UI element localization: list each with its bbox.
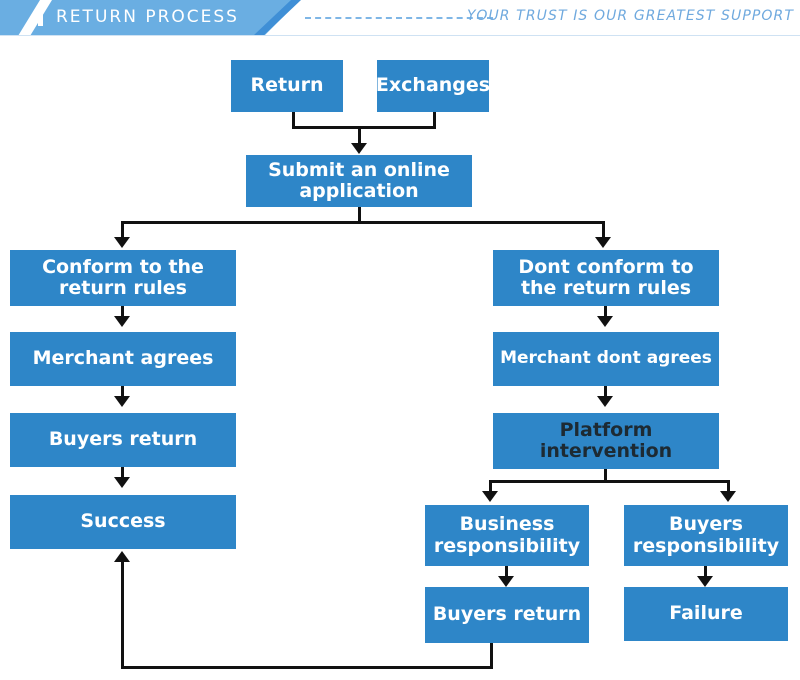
arrow-to-conform-rules: [114, 237, 130, 248]
connector-feedback-down: [490, 643, 493, 669]
connector-merchant-to-buyers-return: [121, 386, 124, 399]
connector-submit-down: [358, 207, 361, 224]
arrow-to-dont-conform-rules: [595, 237, 611, 248]
connector-return-down: [292, 112, 295, 128]
connector-branch-horizontal: [121, 221, 605, 224]
flow-node-platform-intervention[interactable]: Platform intervention: [493, 413, 719, 469]
flow-node-business-responsibility[interactable]: Business responsibility: [425, 505, 589, 566]
arrow-to-merchant-dont-agrees: [597, 316, 613, 327]
connector-business-to-buyers-return: [505, 566, 508, 579]
connector-branch-left-down: [121, 221, 124, 240]
connector-merge-horizontal: [292, 126, 436, 129]
flow-node-success[interactable]: Success: [10, 495, 236, 549]
arrow-to-merchant-agrees: [114, 316, 130, 327]
flow-node-merchant-dont-agrees[interactable]: Merchant dont agrees: [493, 332, 719, 386]
flow-node-return[interactable]: Return: [231, 60, 343, 112]
flow-node-buyers-return-left[interactable]: Buyers return: [10, 413, 236, 467]
arrow-to-buyers-return-bottom: [498, 576, 514, 587]
connector-platform-right-down: [727, 480, 730, 493]
connector-buyers-return-to-success: [121, 467, 124, 480]
arrow-to-buyers-responsibility: [720, 491, 736, 502]
arrow-to-submit-application: [351, 143, 367, 154]
connector-dont-conform-to-merchant-dont: [604, 306, 607, 319]
flow-node-failure[interactable]: Failure: [624, 587, 788, 641]
page-header: RETURN PROCESS YOUR TRUST IS OUR GREATES…: [0, 0, 800, 36]
arrow-to-buyers-return-left: [114, 396, 130, 407]
header-divider: [0, 35, 800, 36]
connector-buyers-resp-to-failure: [704, 566, 707, 579]
header-band: [0, 0, 300, 36]
flow-node-submit-application[interactable]: Submit an online application: [246, 155, 472, 207]
connector-platform-down: [604, 469, 607, 482]
flow-node-conform-rules[interactable]: Conform to the return rules: [10, 250, 236, 306]
connector-feedback-horizontal: [121, 666, 493, 669]
connector-platform-horizontal: [489, 480, 730, 483]
flow-node-dont-conform-rules[interactable]: Dont conform to the return rules: [493, 250, 719, 306]
header-bar-icon: [38, 10, 43, 26]
page-title: RETURN PROCESS: [56, 7, 239, 27]
header-dashed-rule: [305, 17, 493, 19]
flow-node-buyers-responsibility[interactable]: Buyers responsibility: [624, 505, 788, 566]
header-tagline: YOUR TRUST IS OUR GREATEST SUPPORT: [466, 8, 794, 24]
connector-exchanges-down: [433, 112, 436, 128]
connector-branch-right-down: [602, 221, 605, 240]
arrow-to-platform-intervention: [597, 396, 613, 407]
arrow-to-success: [114, 477, 130, 488]
connector-merchant-dont-to-platform: [604, 386, 607, 399]
arrow-feedback-to-success: [114, 551, 130, 562]
flow-node-buyers-return-bottom[interactable]: Buyers return: [425, 587, 589, 643]
arrow-to-business-responsibility: [482, 491, 498, 502]
flow-node-exchanges[interactable]: Exchanges: [376, 60, 490, 112]
connector-feedback-up: [121, 562, 124, 667]
connector-conform-to-merchant: [121, 306, 124, 319]
flow-node-merchant-agrees[interactable]: Merchant agrees: [10, 332, 236, 386]
connector-merge-down: [358, 126, 361, 146]
arrow-to-failure: [697, 576, 713, 587]
connector-platform-left-down: [489, 480, 492, 493]
